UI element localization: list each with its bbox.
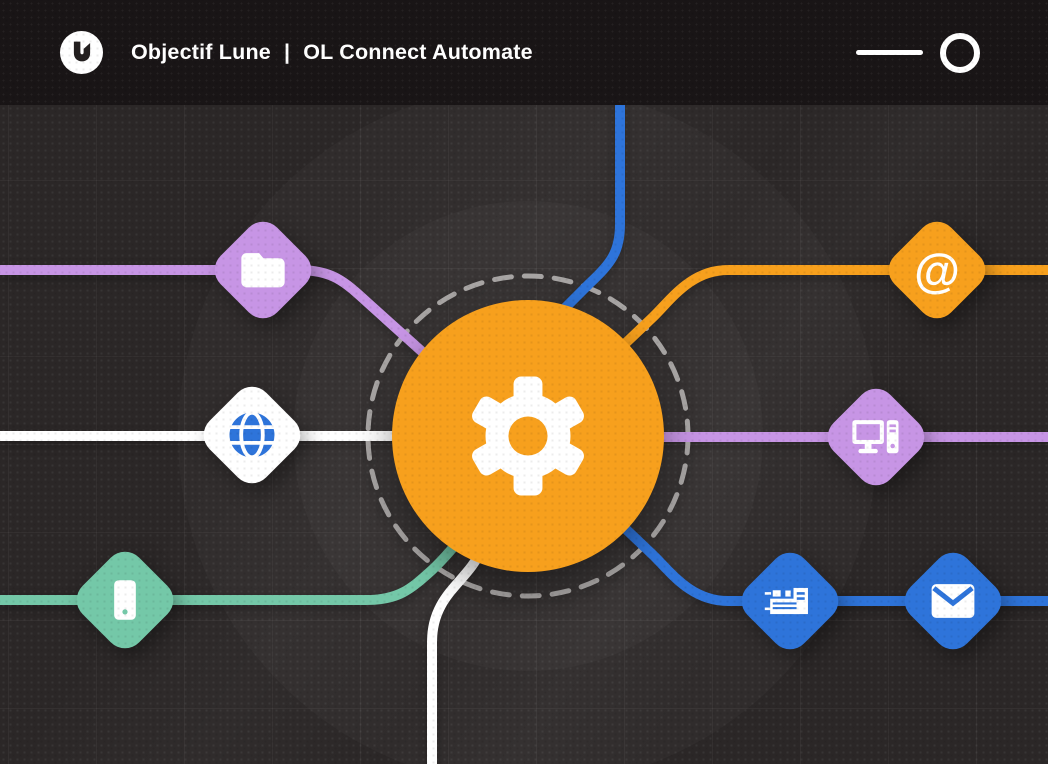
computer-icon: [848, 409, 904, 465]
diamond-shape: [206, 213, 320, 327]
top-line: [523, 98, 625, 441]
brand-name: Objectif Lune: [131, 40, 271, 64]
node-mail: [896, 544, 1010, 658]
node-email-at: @: [880, 213, 994, 327]
diamond-shape: [819, 380, 933, 494]
node-desktop: [819, 380, 933, 494]
node-mobile: [68, 543, 182, 657]
diamond-shape: [68, 543, 182, 657]
globe-icon: [224, 407, 280, 463]
node-web: [195, 378, 309, 492]
folder-icon: [235, 242, 291, 298]
printer-line: [523, 431, 1048, 606]
diamond-shape: [896, 544, 1010, 658]
u-logo-icon: [73, 41, 90, 61]
decorative-circle-icon: [940, 32, 980, 73]
page-title: Objectif Lune | OL Connect Automate: [131, 40, 533, 65]
header-decoration: [856, 32, 980, 73]
central-hub-node: [392, 300, 664, 572]
product-name: OL Connect Automate: [303, 40, 533, 64]
diamond-shape: [195, 378, 309, 492]
printer-icon: [762, 573, 818, 629]
phone-icon: [97, 572, 153, 628]
objectif-lune-logo: [60, 31, 103, 74]
at-sign-icon: @: [914, 243, 960, 297]
diamond-shape: [733, 544, 847, 658]
node-folder: [206, 213, 320, 327]
mail-icon: [925, 573, 981, 629]
decorative-line: [856, 50, 923, 55]
title-separator: |: [283, 40, 291, 64]
node-printer: [733, 544, 847, 658]
diamond-shape: @: [880, 213, 994, 327]
at-line: [523, 265, 1048, 441]
gear-icon: [472, 376, 584, 496]
header-bar: Objectif Lune | OL Connect Automate: [0, 0, 1048, 105]
